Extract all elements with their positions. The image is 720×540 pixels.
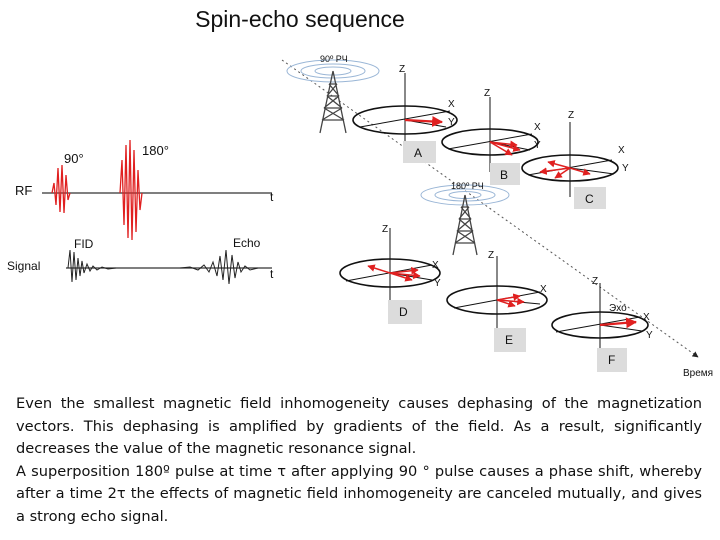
stage-c-y: Y xyxy=(622,163,629,174)
caption: Even the smallest magnetic field inhomog… xyxy=(16,393,702,528)
stage-d-label: D xyxy=(399,305,408,319)
stage-c: Z X Y C xyxy=(521,110,629,209)
stage-a-x: X xyxy=(448,99,455,110)
stage-d-y: Y xyxy=(434,278,441,289)
fid-signal xyxy=(67,249,117,283)
stage-a-label: A xyxy=(414,146,422,160)
page-title: Spin-echo sequence xyxy=(195,6,405,32)
stage-b: Z X Y B xyxy=(441,88,541,185)
rf-time-label: t xyxy=(270,190,274,204)
caption-paragraph-1: Even the smallest magnetic field inhomog… xyxy=(16,395,702,457)
stage-b-y: Y xyxy=(534,140,541,151)
antenna-90-label: 90º РЧ xyxy=(320,54,348,64)
stage-c-x: X xyxy=(618,145,625,156)
stage-e-x: X xyxy=(540,284,547,295)
rf-pulse-90 xyxy=(51,164,71,214)
stage-a-z: Z xyxy=(399,64,405,75)
stage-f-y: Y xyxy=(646,330,653,341)
signal-label: Signal xyxy=(7,259,40,273)
stage-e-label: E xyxy=(505,333,513,347)
antenna-180-label: 180º РЧ xyxy=(451,181,484,191)
stage-c-label: C xyxy=(585,192,594,206)
stage-e: Z X E xyxy=(446,250,548,352)
pulse-90-label: 90° xyxy=(64,151,84,166)
spin-echo-diagram: RF t 90° 180° Signal t FID Echo Время 90… xyxy=(7,54,713,379)
stage-c-z: Z xyxy=(568,110,574,121)
rf-pulse-180 xyxy=(119,139,143,241)
stage-d: Z X Y D xyxy=(339,224,441,324)
antenna-180: 180º РЧ xyxy=(420,181,510,256)
stage-b-label: B xyxy=(500,168,508,182)
stage-d-z: Z xyxy=(382,224,388,235)
stage-a: Z X Y A xyxy=(352,64,458,163)
stage-b-z: Z xyxy=(484,88,490,99)
stage-a-y: Y xyxy=(448,117,455,128)
rf-label: RF xyxy=(15,183,32,198)
stage-b-x: X xyxy=(534,122,541,133)
pulse-180-label: 180° xyxy=(142,143,169,158)
stage-e-z: Z xyxy=(488,250,494,261)
stage-f-x: X xyxy=(643,312,650,323)
pulse-sequence-panel: RF t 90° 180° Signal t FID Echo xyxy=(7,139,274,285)
time-axis xyxy=(281,59,699,358)
signal-time-label: t xyxy=(270,267,274,281)
fid-label: FID xyxy=(74,237,94,251)
stage-f-echo: Эхо xyxy=(609,303,627,314)
precession-panel: Время 90º РЧ 180º РЧ Z X Y xyxy=(281,54,713,379)
antenna-90: 90º РЧ xyxy=(286,54,380,134)
stage-f: Z Эхо X Y F xyxy=(551,276,653,372)
stage-f-label: F xyxy=(608,353,615,367)
time-axis-label: Время xyxy=(683,368,713,379)
caption-paragraph-2: A superposition 180º pulse at time τ aft… xyxy=(16,462,702,525)
echo-label: Echo xyxy=(233,236,261,250)
stage-d-x: X xyxy=(432,260,439,271)
echo-signal xyxy=(179,249,259,285)
stage-f-z: Z xyxy=(592,276,598,287)
